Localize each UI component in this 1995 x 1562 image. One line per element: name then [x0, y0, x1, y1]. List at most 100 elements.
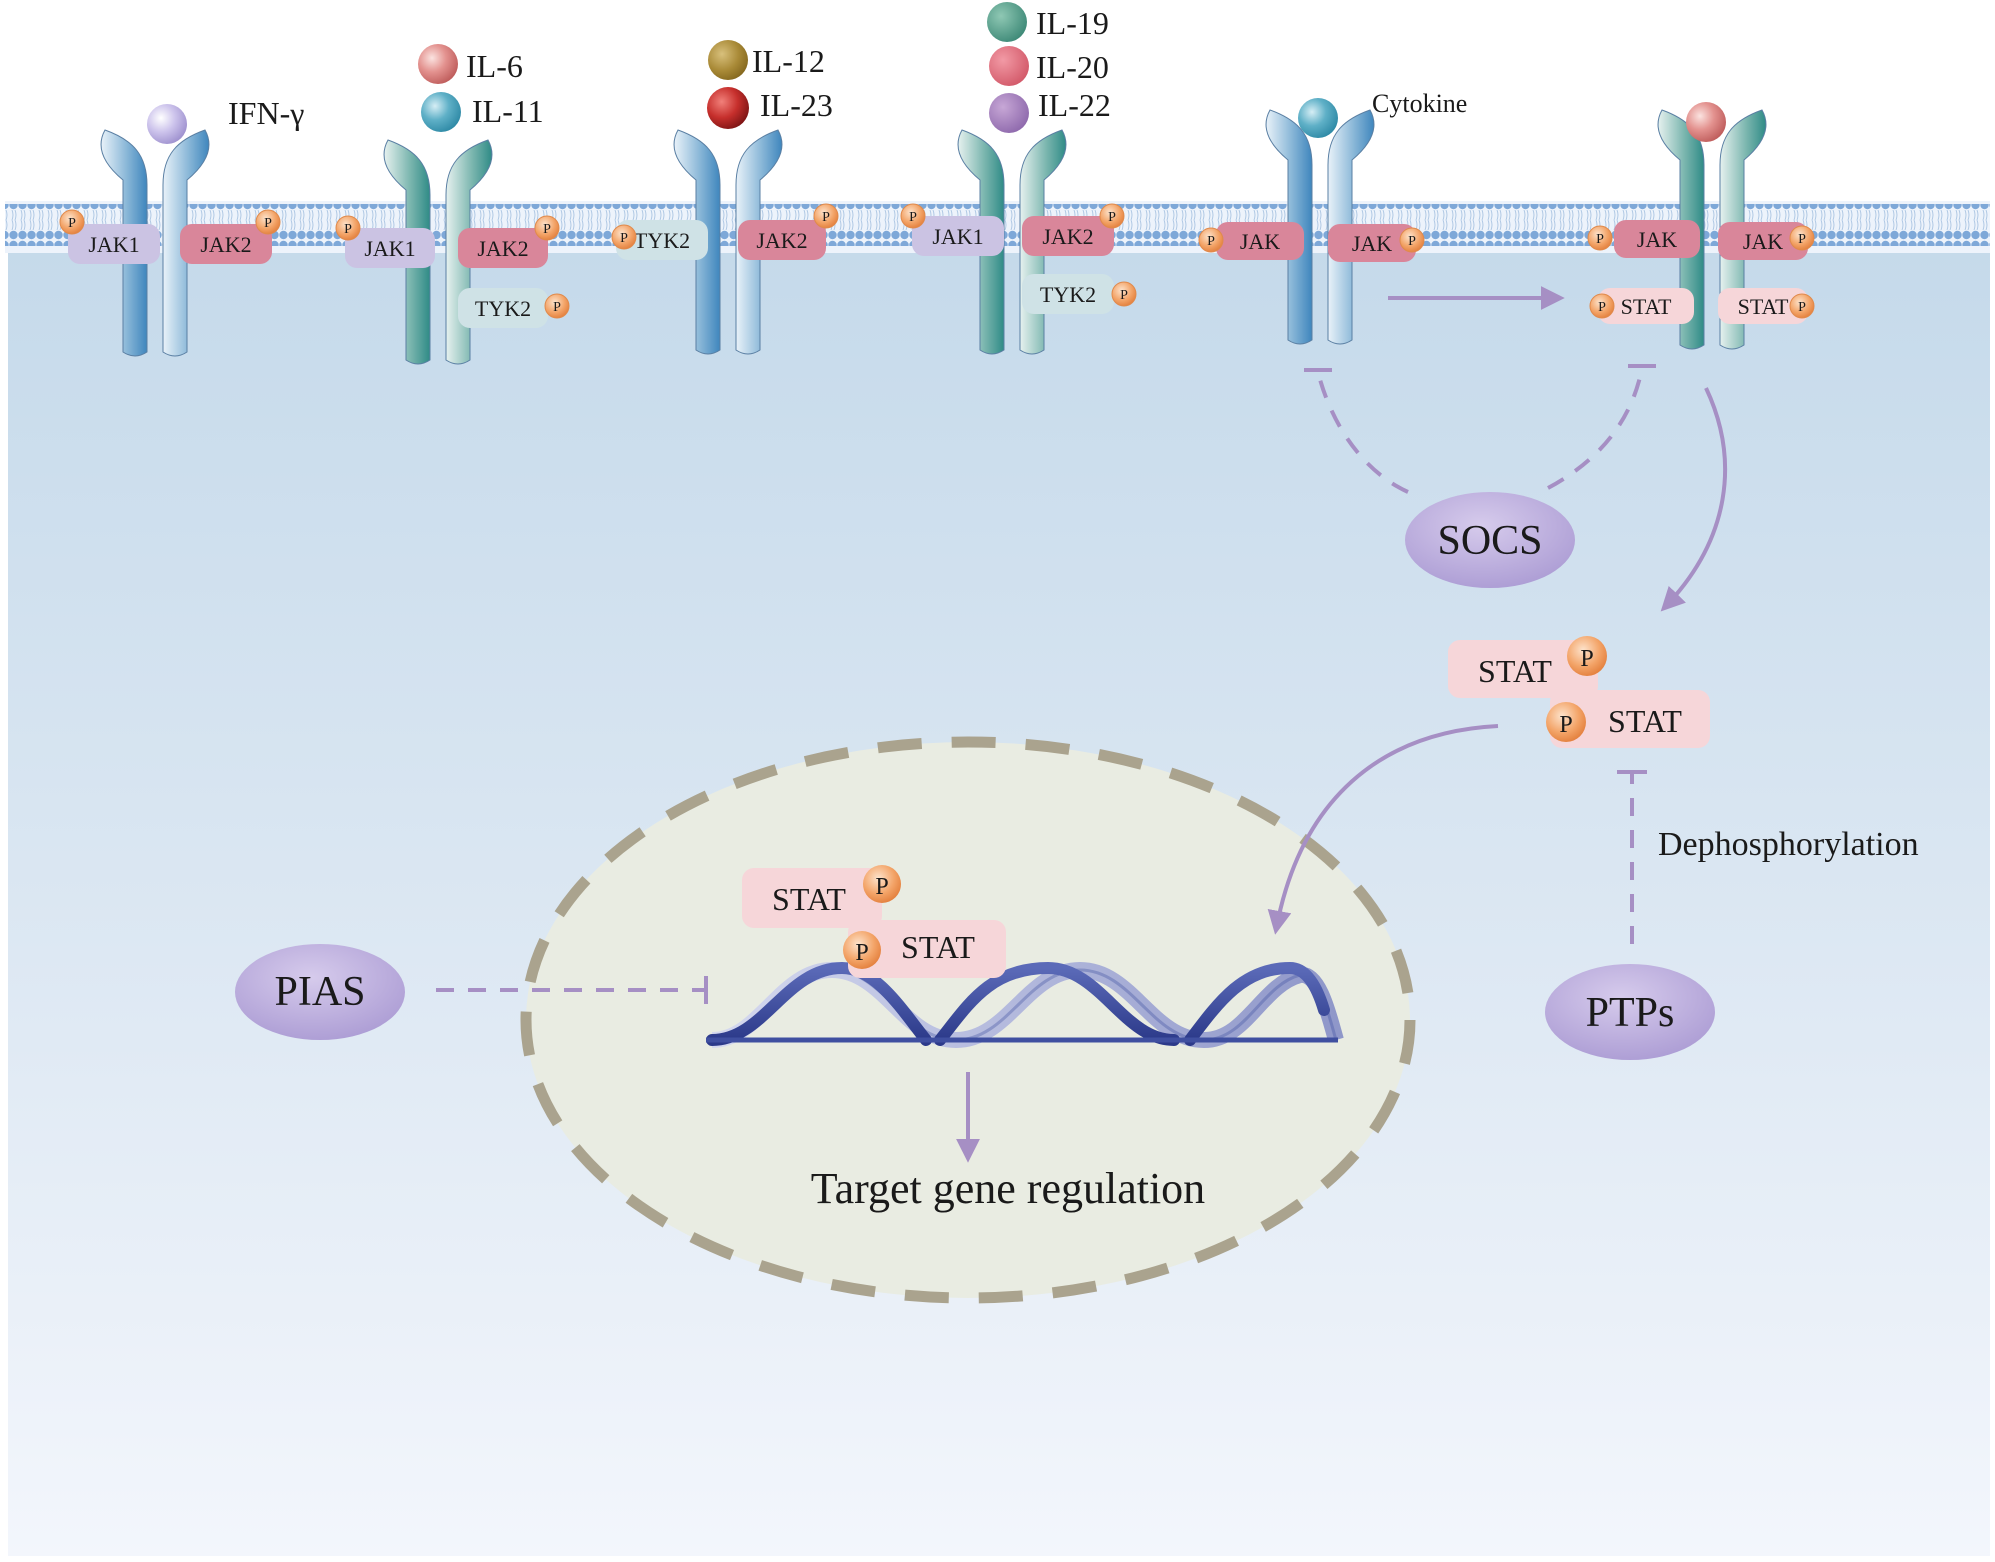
receptor3-tyk2-label: TYK2	[634, 228, 690, 253]
il20-ligand	[989, 46, 1029, 86]
receptor6-stat-left-phospho	[1589, 293, 1615, 319]
il19-label: IL-19	[1036, 5, 1109, 41]
receptor4-jak2-label: JAK2	[1042, 224, 1093, 249]
nuclear-stat-lower	[848, 920, 1006, 978]
receptor3-jak2-label: JAK2	[756, 228, 807, 253]
receptor1-jak1-label: JAK1	[88, 232, 139, 257]
il23-ligand	[707, 87, 749, 129]
receptor4-tyk2-phospho-label: P	[1120, 288, 1128, 303]
receptor3-jak2	[738, 220, 826, 260]
receptor2-tyk2-phospho	[544, 293, 570, 319]
receptor1-jak1-phospho-label: P	[68, 216, 76, 231]
receptor4-jak1-label: JAK1	[932, 224, 983, 249]
dna-helix	[706, 961, 1344, 1049]
receptor6-jak-left	[1614, 220, 1700, 258]
receptor6-stat-right-phospho-label: P	[1798, 300, 1806, 315]
nucleus	[520, 736, 1416, 1304]
receptor4-tyk2	[1022, 274, 1114, 314]
receptor6-jak-left-label: JAK	[1637, 227, 1677, 252]
receptor3-tyk2-phospho	[611, 224, 637, 250]
receptor6-stat-left	[1598, 288, 1694, 324]
il11-label: IL-11	[472, 93, 544, 129]
receptor2-tyk2	[458, 288, 548, 328]
dephosphorylation-label: Dephosphorylation	[1658, 826, 1919, 863]
receptor6-jak-left-phospho-label: P	[1596, 232, 1604, 247]
nuclear-envelope	[520, 736, 1416, 1304]
il22-ligand	[989, 93, 1029, 133]
receptor3-tyk2	[616, 220, 708, 260]
receptor3-jak2-phospho-label: P	[822, 210, 830, 225]
socs-inhibition-line-left	[1316, 371, 1409, 494]
receptor6-stat-right-label: STAT	[1738, 294, 1789, 319]
receptor4-tyk2-label: TYK2	[1040, 282, 1096, 307]
il22-label: IL-22	[1038, 87, 1111, 123]
receptor4-jak1-phospho-label: P	[909, 210, 917, 225]
nuclear-stat-upper	[742, 868, 882, 928]
nuclear-stat-upper-phospho	[863, 865, 901, 903]
receptor5-jak-right	[1328, 224, 1416, 262]
il6-ligand	[418, 44, 458, 84]
cytokine-label: Cytokine	[1372, 89, 1467, 118]
receptor2-jak1-phospho-label: P	[344, 222, 352, 237]
pias-regulator: PIAS	[235, 944, 708, 1040]
pias-ellipse	[235, 944, 405, 1040]
phospho-label: P	[1580, 646, 1593, 672]
receptor5-jak-left-phospho	[1198, 227, 1224, 253]
receptor5-jak-left	[1216, 222, 1304, 260]
stat-lower-label: STAT	[1608, 703, 1682, 739]
receptor2-jak2-phospho	[534, 215, 560, 241]
ifn-gamma-ligand	[147, 104, 187, 144]
stat-release-arrow	[1660, 387, 1728, 612]
nuclear-stat-lower-phospho	[843, 931, 881, 969]
socs-ellipse	[1405, 492, 1575, 588]
receptor5-jak-right-phospho	[1399, 227, 1425, 253]
stat-lower	[1550, 690, 1710, 748]
stat-lower-phospho	[1546, 702, 1586, 742]
receptor1-jak1	[68, 224, 160, 264]
receptor5-jak-left-label: JAK	[1240, 229, 1280, 254]
nuclear-stat-upper-label: STAT	[772, 881, 846, 917]
receptor1-jak2-phospho	[255, 209, 281, 235]
il6-label: IL-6	[466, 48, 523, 84]
nuclear-translocation-arrow	[1267, 724, 1499, 935]
phospho-label: P	[1559, 712, 1572, 738]
receptor2-tyk2-phospho-label: P	[553, 300, 561, 315]
receptor3-jak2-phospho	[813, 203, 839, 229]
ptps-ellipse	[1545, 964, 1715, 1060]
ptps-regulator: PTPs Dephosphorylation	[1545, 770, 1919, 1060]
ifn-gamma-label: IFN-γ	[228, 95, 304, 131]
phospho-label: P	[855, 940, 868, 966]
receptor1-jak2-label: JAK2	[200, 232, 251, 257]
receptor2-jak2-label: JAK2	[477, 236, 528, 261]
ptps-label: PTPs	[1586, 990, 1675, 1036]
socs-regulator: SOCS	[1304, 364, 1656, 588]
receptor4-jak2-phospho-label: P	[1108, 210, 1116, 225]
receptor2-jak2	[458, 228, 548, 268]
stat-upper-phospho	[1567, 636, 1607, 676]
il12-label: IL-12	[752, 43, 825, 79]
nuclear-stat-dimer: STAT P STAT P	[742, 865, 1006, 978]
il11-ligand	[421, 92, 461, 132]
socs-label: SOCS	[1437, 518, 1542, 564]
receptor6-jak-right-label: JAK	[1743, 229, 1783, 254]
cytoplasmic-stat-dimer: STAT P STAT P	[1448, 636, 1710, 748]
receptor3-tyk2-phospho-label: P	[620, 231, 628, 246]
receptor1-jak2	[180, 224, 272, 264]
receptor5-jak-right-phospho-label: P	[1408, 234, 1416, 249]
pias-label: PIAS	[274, 969, 365, 1015]
il23-label: IL-23	[760, 87, 833, 123]
receptor1-jak1-phospho	[59, 209, 85, 235]
receptor2-jak2-phospho-label: P	[543, 222, 551, 237]
receptor5-jak-right-label: JAK	[1352, 231, 1392, 256]
receptor6-jak-right-phospho	[1789, 225, 1815, 251]
receptor4-jak1-phospho	[900, 203, 926, 229]
receptor6-stat-left-label: STAT	[1621, 294, 1672, 319]
receptor2-jak1-label: JAK1	[364, 236, 415, 261]
receptor6-jak-right	[1718, 222, 1808, 260]
receptor4-jak2-phospho	[1099, 203, 1125, 229]
cytokine-ligand	[1298, 98, 1338, 138]
